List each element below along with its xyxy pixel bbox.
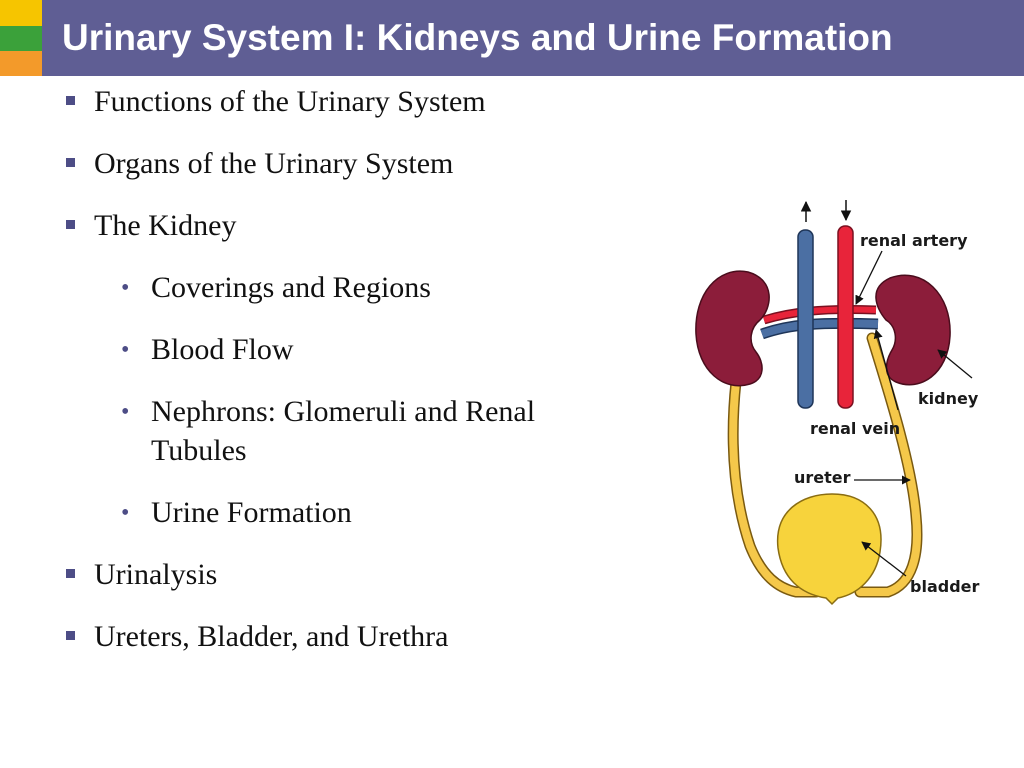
bullet-item: Functions of the Urinary System xyxy=(66,85,486,118)
kidney-left-shape xyxy=(695,270,770,387)
label-renal-artery: renal artery xyxy=(860,231,968,250)
label-kidney: kidney xyxy=(918,389,979,408)
bullet-item: Ureters, Bladder, and Urethra xyxy=(66,620,449,653)
sub-bullet-item: • Coverings and Regions xyxy=(121,271,431,304)
round-bullet-icon: • xyxy=(121,399,130,425)
bullet-text: Nephrons: Glomeruli and Renal xyxy=(151,395,536,428)
bullet-item: Organs of the Urinary System xyxy=(66,147,454,180)
bullet-text: The Kidney xyxy=(94,209,237,242)
aorta-shape xyxy=(837,225,854,409)
round-bullet-icon: • xyxy=(121,275,130,301)
renal-artery-pointer xyxy=(855,250,883,305)
kidney-right-shape xyxy=(875,274,951,386)
accent-square-orange xyxy=(0,51,42,76)
bladder-pointer xyxy=(861,541,907,577)
slide-title: Urinary System I: Kidneys and Urine Form… xyxy=(62,17,893,58)
renal-vein-pointer xyxy=(873,329,899,411)
sub-bullet-item: • Blood Flow xyxy=(121,333,294,366)
bullet-text: Ureters, Bladder, and Urethra xyxy=(94,620,449,653)
vena-cava-shape xyxy=(797,229,814,409)
bullet-item: Urinalysis xyxy=(66,558,218,591)
ureter-shape xyxy=(727,332,923,598)
bullet-text: Urinalysis xyxy=(94,558,218,591)
square-bullet-icon xyxy=(66,96,75,105)
title-bar: Urinary System I: Kidneys and Urine Form… xyxy=(0,0,1024,76)
urinary-system-diagram: renal artery kidney renal vein ureter bl… xyxy=(695,200,979,606)
sub-bullet-item: • Nephrons: Glomeruli and Renal xyxy=(121,395,536,428)
bullet-text: Coverings and Regions xyxy=(151,271,431,304)
square-bullet-icon xyxy=(66,569,75,578)
label-renal-vein: renal vein xyxy=(810,419,900,438)
sub-bullet-item: • Urine Formation xyxy=(121,496,352,529)
round-bullet-icon: • xyxy=(121,337,130,363)
accent-square-green xyxy=(0,26,42,51)
label-ureter: ureter xyxy=(794,468,851,487)
round-bullet-icon: • xyxy=(121,500,130,526)
bullet-text: Organs of the Urinary System xyxy=(94,147,454,180)
renal-vessels xyxy=(760,304,879,340)
kidney-pointer xyxy=(937,349,973,379)
bullet-text: Blood Flow xyxy=(151,333,294,366)
bullet-text: Urine Formation xyxy=(151,496,352,529)
bullet-text: Tubules xyxy=(151,434,247,467)
accent-square-yellow xyxy=(0,0,42,26)
bladder-shape xyxy=(776,493,882,606)
label-bladder: bladder xyxy=(910,577,979,596)
bullet-item: The Kidney xyxy=(66,209,237,242)
bullet-text: Functions of the Urinary System xyxy=(94,85,486,118)
square-bullet-icon xyxy=(66,158,75,167)
square-bullet-icon xyxy=(66,631,75,640)
sub-bullet-continuation: Tubules xyxy=(151,435,247,467)
square-bullet-icon xyxy=(66,220,75,229)
